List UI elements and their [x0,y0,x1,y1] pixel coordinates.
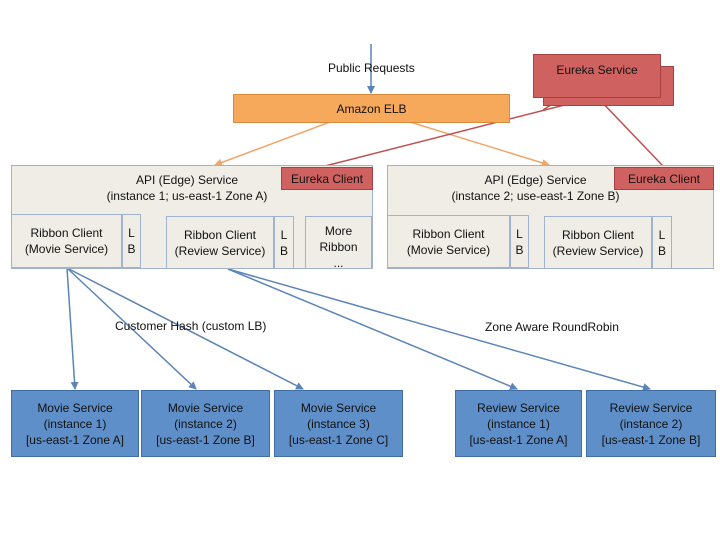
movie-service-3[interactable]: Movie Service (instance 3) [us-east-1 Zo… [274,390,403,457]
movie-service-2-label: Movie Service (instance 2) [us-east-1 Zo… [156,400,255,447]
ribbon-client-review-2[interactable]: Ribbon Client (Review Service) [544,216,652,269]
zone-aware-label: Zone Aware RoundRobin [485,320,619,334]
amazon-elb-box[interactable]: Amazon ELB [233,94,510,123]
lb-movie-2[interactable]: L B [510,215,529,268]
ribbon-client-movie-2[interactable]: Ribbon Client (Movie Service) [387,215,510,268]
elb-to-api1-arrow [214,121,331,167]
movie-ribbon-to-movie-3-arrow [66,267,304,390]
movie-service-3-label: Movie Service (instance 3) [us-east-1 Zo… [288,400,389,447]
lb-movie-2-label: L B [515,226,524,257]
movie-service-1-label: Movie Service (instance 1) [us-east-1 Zo… [25,400,125,447]
ribbon-client-review-2-label: Ribbon Client (Review Service) [552,227,644,258]
movie-service-1[interactable]: Movie Service (instance 1) [us-east-1 Zo… [11,390,139,457]
more-ribbon-1-label: More Ribbon ... [319,224,358,269]
lb-review-1-label: L B [279,227,288,258]
public-requests-label: Public Requests [328,61,415,75]
ribbon-client-movie-2-label: Ribbon Client (Movie Service) [406,226,491,257]
lb-review-2[interactable]: L B [652,216,672,269]
review-service-1[interactable]: Review Service (instance 1) [us-east-1 Z… [455,390,582,457]
movie-service-2[interactable]: Movie Service (instance 2) [us-east-1 Zo… [141,390,270,457]
more-ribbon-1[interactable]: More Ribbon ... [305,216,372,269]
eureka-service-label: Eureka Service [556,63,638,77]
review-ribbon-to-review-2-arrow [227,268,651,391]
eureka-client2-to-service-arrow [596,96,664,167]
api-2-title: API (Edge) Service (instance 2; use-east… [451,173,620,203]
review-service-1-label: Review Service (instance 1) [us-east-1 Z… [469,400,568,447]
eureka-client-2-label: Eureka Client [627,171,701,186]
api-1-title: API (Edge) Service (instance 1; us-east-… [106,173,268,203]
review-ribbon-to-review-1-arrow [227,268,518,391]
review-service-2[interactable]: Review Service (instance 2) [us-east-1 Z… [586,390,716,457]
lb-review-2-label: L B [657,227,666,258]
elb-to-api2-arrow [409,121,550,167]
eureka-client-2[interactable]: Eureka Client [614,167,714,190]
lb-movie-1[interactable]: L B [122,214,141,268]
ribbon-client-movie-1[interactable]: Ribbon Client (Movie Service) [11,214,122,268]
ribbon-client-review-1[interactable]: Ribbon Client (Review Service) [166,216,274,269]
eureka-client1-to-service-arrow [324,94,597,167]
eureka-client-1[interactable]: Eureka Client [281,167,373,190]
eureka-service-box[interactable]: Eureka Service [533,54,661,98]
lb-movie-1-label: L B [127,226,136,256]
amazon-elb-label: Amazon ELB [336,101,407,116]
movie-ribbon-to-movie-2-arrow [66,267,197,390]
customer-hash-label: Customer Hash (custom LB) [115,319,267,333]
review-service-2-label: Review Service (instance 2) [us-east-1 Z… [601,400,701,447]
lb-review-1[interactable]: L B [274,216,294,269]
ribbon-client-review-1-label: Ribbon Client (Review Service) [174,227,266,258]
eureka-client-1-label: Eureka Client [290,171,364,186]
ribbon-client-movie-1-label: Ribbon Client (Movie Service) [24,226,109,256]
movie-ribbon-to-movie-1-arrow [66,267,79,390]
